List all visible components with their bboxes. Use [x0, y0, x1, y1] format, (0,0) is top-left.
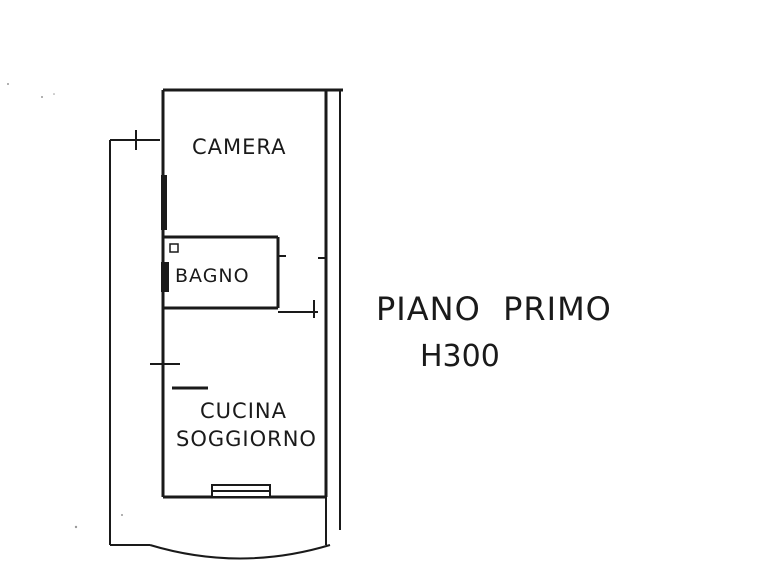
external-outline: [109, 130, 331, 560]
room-label-soggiorno: SOGGIORNO: [176, 427, 317, 451]
window-bottom: [211, 484, 271, 498]
bathroom-walls: [163, 235, 318, 313]
scan-marks: [7, 83, 123, 529]
wall-details: [150, 175, 180, 365]
room-label-cucina: CUCINA: [200, 399, 287, 423]
floor-height: H300: [420, 339, 500, 374]
floor-title: PIANO PRIMO: [376, 290, 612, 328]
room-label-bagno: BAGNO: [175, 265, 250, 287]
room-label-camera: CAMERA: [192, 135, 287, 159]
door-markers: [313, 257, 326, 318]
